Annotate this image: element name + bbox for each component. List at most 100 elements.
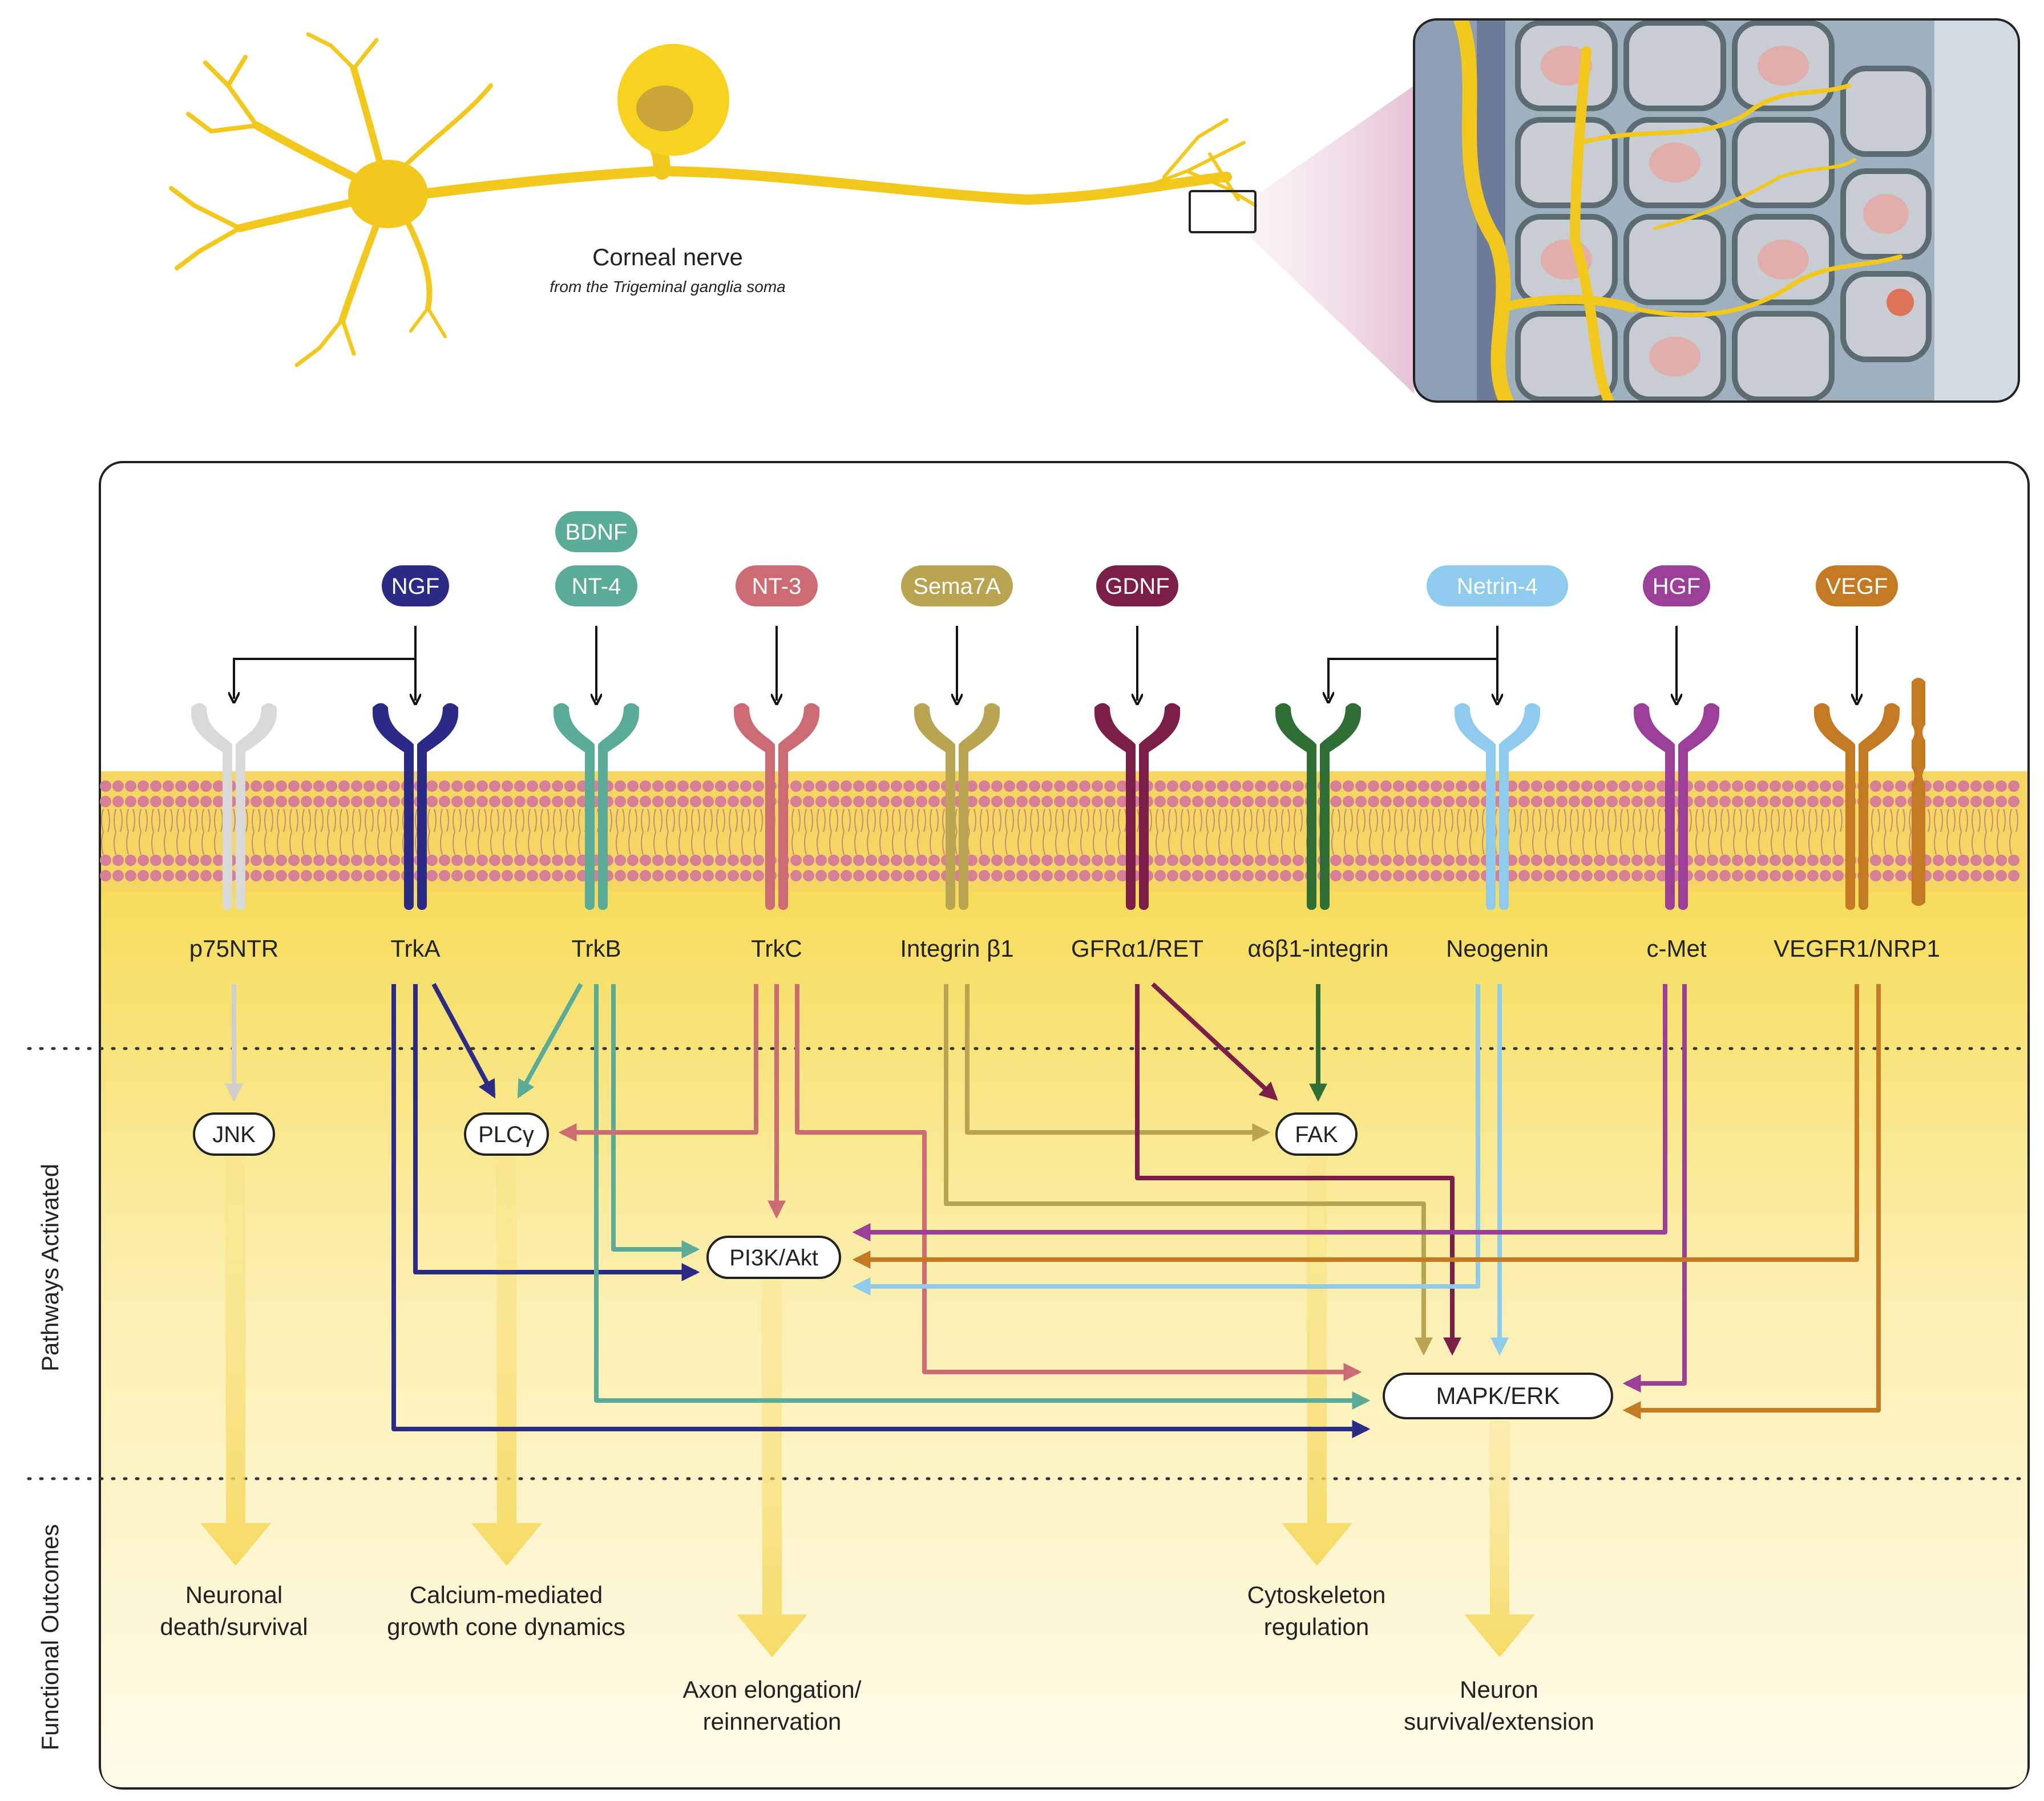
arrow-trka-pi3k	[413, 984, 700, 1281]
outcome-labels: Neuronal death/survival Calcium-mediated…	[160, 1581, 1594, 1735]
node-mapk-label: MAPK/ERK	[1436, 1382, 1560, 1409]
receptor-label-vegfr1-nrp1: VEGFR1/NRP1	[1774, 935, 1940, 962]
node-mapk: MAPK/ERK	[1383, 1373, 1613, 1419]
outcome-arrow-plc	[471, 1158, 542, 1566]
node-fak-label: FAK	[1295, 1122, 1338, 1147]
outcome-arrows	[200, 1158, 1535, 1657]
outcome-axon-l1: Axon elongation/	[683, 1676, 862, 1703]
cell-membrane	[100, 771, 2027, 891]
zoom-cone	[1250, 86, 1414, 394]
receptor-label-6-1-integrin: α6β1-integrin	[1248, 935, 1389, 962]
outcome-arrow-jnk	[200, 1158, 271, 1566]
receptor-label-trka: TrkA	[390, 935, 440, 962]
arrow-trkb-pi3k	[611, 984, 700, 1258]
arrow-trkc-plc	[558, 984, 758, 1142]
receptor-labels: p75NTR TrkA TrkB TrkC Integrin β1 GFRα1/RET α6…	[189, 935, 1940, 962]
ligand-label-gdnf: GDNF	[1105, 574, 1169, 599]
ligand-label-sema7a: Sema7A	[913, 574, 1001, 599]
receptor-label-c-met: c-Met	[1647, 935, 1707, 962]
node-pi3k: PI3K/Akt	[706, 1236, 841, 1279]
nerve-subtitle: from the Trigeminal ganglia soma	[550, 278, 785, 296]
receptor-p75ntr	[191, 703, 277, 910]
arrow-integrin-mapk	[944, 984, 1433, 1356]
nrp1-coreceptor	[1912, 678, 1925, 906]
arrow-ngf-split	[234, 626, 417, 699]
arrow-trkb-mapk	[594, 984, 1371, 1410]
arrow-vegfr-pi3k	[852, 984, 1859, 1269]
section-label-pathways: Pathways Activated	[37, 1164, 63, 1371]
ligand-label-ngf: NGF	[391, 574, 439, 599]
pathway-nodes: JNK PLCγ PI3K/Akt FAK MAPK/ERK	[193, 1112, 1613, 1419]
neuron-illustration	[169, 32, 1414, 394]
outcome-cytoskeleton-l1: Cytoskeleton	[1247, 1581, 1386, 1608]
receptor-6-1-integrin	[1275, 703, 1361, 910]
outcome-neuron-l2: survival/extension	[1404, 1708, 1594, 1735]
receptor-gfr-1-ret	[1094, 703, 1180, 910]
outcome-neuronal-l1: Neuronal	[185, 1581, 282, 1608]
outcome-calcium-l2: growth cone dynamics	[387, 1613, 625, 1640]
arrow-neogenin-pi3k	[852, 984, 1480, 1296]
arrow-trkc-mapk	[795, 984, 1362, 1381]
node-jnk: JNK	[193, 1112, 275, 1156]
receptor-label-trkb: TrkB	[571, 935, 621, 962]
ligand-bdnf: BDNF	[555, 511, 637, 552]
receptor-trkb	[554, 703, 639, 910]
ligand-nt-3: NT-3	[736, 565, 818, 606]
outcome-neuron-l1: Neuron	[1460, 1676, 1538, 1703]
ligand-label-netrin-4: Netrin-4	[1457, 574, 1538, 599]
node-pi3k-label: PI3K/Akt	[729, 1245, 818, 1270]
cytoplasm-region	[101, 890, 2027, 1787]
ligand-label-bdnf: BDNF	[565, 520, 628, 545]
receptor-c-met	[1634, 703, 1719, 910]
zoom-box	[1189, 190, 1257, 233]
node-plc: PLCγ	[464, 1112, 549, 1156]
cornea-inset	[1413, 18, 2020, 403]
ligand-layer: NGF BDNF NT-4 NT-3 Sema7A GDNF Netrin-4 HGF VEGF	[382, 511, 1898, 606]
outcome-calcium-l1: Calcium-mediated	[410, 1581, 603, 1608]
arrow-vegfr-mapk	[1622, 984, 1881, 1419]
outcome-arrow-pi3k	[737, 1281, 807, 1657]
receptor-trka	[373, 703, 458, 910]
ligand-sema7a: Sema7A	[901, 565, 1013, 606]
ligand-label-nt-4: NT-4	[572, 574, 621, 599]
ligand-binding-arrows	[234, 626, 1857, 701]
node-plc-label: PLCγ	[478, 1122, 534, 1147]
outcome-cytoskeleton-l2: regulation	[1264, 1613, 1369, 1640]
ligand-label-nt-3: NT-3	[752, 574, 802, 599]
arrow-cmet-mapk	[1622, 984, 1687, 1393]
arrow-trka-plc	[431, 983, 496, 1099]
arrow-gfra1-fak	[1151, 982, 1278, 1101]
outcome-arrow-mapk	[1464, 1420, 1535, 1657]
receptor-label-gfr-1-ret: GFRα1/RET	[1071, 935, 1203, 962]
arrow-trkb-plc	[517, 983, 583, 1099]
outcome-arrow-fak	[1282, 1158, 1352, 1566]
ligand-ngf: NGF	[382, 565, 449, 606]
outcome-neuronal-l2: death/survival	[160, 1613, 308, 1640]
receptor-neogenin	[1455, 703, 1540, 910]
receptor-vegfr1-nrp1	[1814, 703, 1900, 910]
ligand-netrin-4: Netrin-4	[1427, 565, 1568, 606]
arrow-cmet-pi3k	[852, 984, 1667, 1241]
ligand-label-hgf: HGF	[1653, 574, 1700, 599]
ligand-vegf: VEGF	[1816, 565, 1898, 606]
ligand-nt-4: NT-4	[555, 565, 637, 606]
ligand-hgf: HGF	[1643, 565, 1710, 606]
receptor-label-integrin-1: Integrin β1	[900, 935, 1013, 962]
receptor-layer	[191, 703, 1900, 910]
section-label-outcomes: Functional Outcomes	[37, 1524, 63, 1751]
node-jnk-label: JNK	[212, 1122, 256, 1147]
nerve-caption: Corneal nerve from the Trigeminal gangli…	[550, 244, 785, 296]
signaling-arrows	[225, 982, 1881, 1438]
arrow-integrin-fak	[965, 984, 1271, 1142]
arrow-netrin4-split	[1328, 626, 1498, 699]
node-fak: FAK	[1275, 1112, 1358, 1156]
receptor-label-neogenin: Neogenin	[1446, 935, 1549, 962]
outcome-axon-l2: reinnervation	[703, 1708, 842, 1735]
receptor-label-trkc: TrkC	[751, 935, 802, 962]
receptor-integrin-1	[914, 703, 1000, 910]
arrow-gfra1-mapk	[1135, 984, 1461, 1356]
receptor-label-p75ntr: p75NTR	[189, 935, 278, 962]
receptor-trkc	[734, 703, 819, 910]
arrow-trka-mapk	[391, 984, 1371, 1438]
